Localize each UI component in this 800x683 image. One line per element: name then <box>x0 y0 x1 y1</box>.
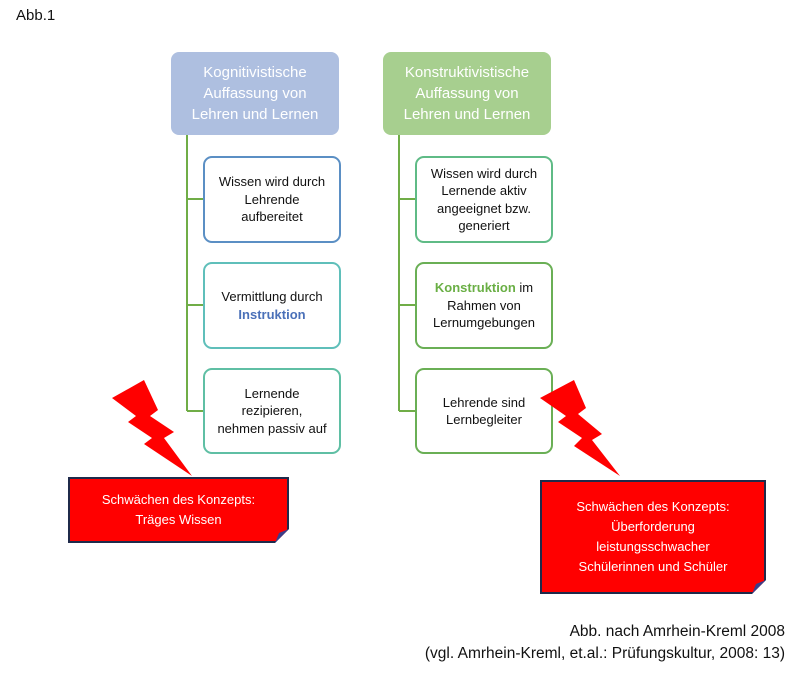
keyword-instruktion: Instruktion <box>238 306 306 322</box>
constructivist-item-teachers-companions: Lehrende sind Lernbegleiter <box>415 368 553 454</box>
cognitivist-header: Kognitivistische Auffassung von Lehren u… <box>171 52 339 135</box>
header-line: Lehren und Lernen <box>191 106 319 123</box>
constructivist-header: Konstruktivistische Auffassung von Lehre… <box>383 52 551 135</box>
keyword-konstruktion: Konstruktion <box>434 280 516 296</box>
item-line: Wissen wird durch <box>218 174 326 190</box>
constructivist-item-knowledge-acquired: Wissen wird durch Lernende aktiv angeeig… <box>415 156 553 243</box>
item-line: generiert <box>458 218 510 233</box>
item-line: Lernbegleiter <box>446 412 522 427</box>
lightning-bolt-icon <box>540 380 620 476</box>
item-text: im <box>515 280 534 296</box>
item-line: Lernende <box>244 385 300 401</box>
citation-line: Abb. nach Amrhein-Kreml 2008 <box>569 623 785 640</box>
page-curl-icon <box>275 529 289 543</box>
header-line: Lehren und Lernen <box>403 106 531 123</box>
citation: Abb. nach Amrhein-Kreml 2008 (vgl. Amrhe… <box>425 621 785 665</box>
cognitivist-item-passive-learners: Lernende rezipieren, nehmen passiv auf <box>203 368 341 454</box>
header-line: Auffassung von <box>203 85 307 102</box>
item-line: angeeignet bzw. <box>437 200 531 216</box>
note-line: Überforderung <box>611 519 695 534</box>
header-line: Auffassung von <box>415 85 519 102</box>
figure-label: Abb.1 <box>16 7 56 24</box>
item-line: rezipieren, <box>241 403 303 419</box>
header-line: Kognitivistische <box>203 64 307 81</box>
page-curl-icon <box>752 580 766 594</box>
lightning-bolt-icon <box>112 380 192 476</box>
item-line: Lehrende sind <box>442 394 526 410</box>
item-line: Vermittlung durch <box>221 289 323 304</box>
cognitivist-item-knowledge-prepared: Wissen wird durch Lehrende aufbereitet <box>203 156 341 243</box>
item-line: nehmen passiv auf <box>217 420 327 436</box>
note-line: leistungsschwacher <box>596 539 710 554</box>
item-line: Lernumgebungen <box>433 315 535 331</box>
weakness-note-cognitivist: Schwächen des Konzepts: Träges Wissen <box>68 477 289 543</box>
note-line: Schülerinnen und Schüler <box>578 559 728 574</box>
item-line: Lehrende <box>244 191 300 207</box>
item-line: aufbereitet <box>241 209 303 225</box>
note-line: Schwächen des Konzepts: <box>576 499 730 514</box>
citation-line: (vgl. Amrhein-Kreml, et.al.: Prüfungskul… <box>424 645 785 662</box>
note-line: Schwächen des Konzepts: <box>101 492 256 507</box>
item-line: Wissen wird durch <box>430 165 538 181</box>
constructivist-item-construction: Konstruktion im Rahmen von Lernumgebunge… <box>415 262 553 349</box>
note-line: Träges Wissen <box>135 512 222 527</box>
item-line: Lernende aktiv <box>441 183 527 198</box>
cognitivist-item-instruction: Vermittlung durch Instruktion <box>203 262 341 349</box>
item-line: Konstruktion im <box>433 279 535 297</box>
weakness-note-constructivist: Schwächen des Konzepts: Überforderung le… <box>540 480 766 594</box>
header-line: Konstruktivistische <box>404 64 530 81</box>
item-line: Rahmen von <box>447 297 521 313</box>
